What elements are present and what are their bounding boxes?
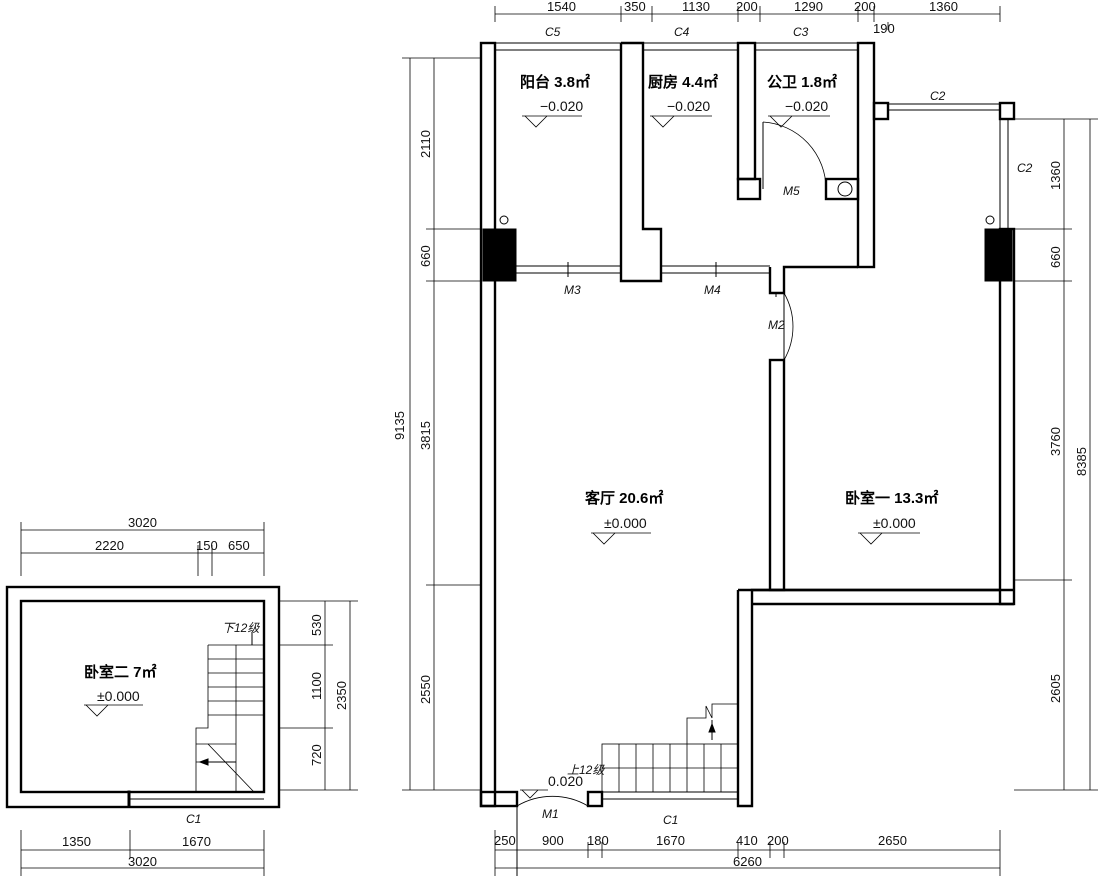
dim-left-2: 660 — [418, 245, 433, 267]
living-label: 客厅 20.6㎡ — [584, 489, 663, 507]
column-right — [984, 228, 1013, 282]
dimension-texts: 1540 350 1130 200 1290 200 1360 190 250 … — [62, 0, 1089, 869]
column-left — [482, 228, 517, 282]
dim-bot-3: 180 — [587, 833, 609, 848]
stair-main — [601, 703, 739, 793]
dim-small-bot-total: 3020 — [128, 854, 157, 869]
stair-down-label: 下12级 — [222, 621, 260, 635]
dim-bot-5: 410 — [736, 833, 758, 848]
entry-level: 0.020 — [548, 773, 583, 789]
tag-c2-right: C2 — [1017, 161, 1033, 175]
dim-top-4: 200 — [736, 0, 758, 14]
stair-up-label: 上12级 — [567, 763, 605, 777]
dim-top-5: 1290 — [794, 0, 823, 14]
dim-bot-6: 200 — [767, 833, 789, 848]
dim-top-2: 350 — [624, 0, 646, 14]
dim-small-top-1: 2220 — [95, 538, 124, 553]
tag-m4: M4 — [704, 283, 721, 297]
bedroom1-level: ±0.000 — [873, 515, 916, 531]
dim-small-right-1: 530 — [309, 614, 324, 636]
opening-tags: C5 C4 C3 C2 C2 C1 C1 M1 M2 M3 M4 M5 — [186, 25, 1033, 827]
bedroom1-label: 卧室一 13.3㎡ — [845, 489, 938, 507]
dim-bot-2: 900 — [542, 833, 564, 848]
dim-small-right-3: 720 — [309, 744, 324, 766]
balcony-level: −0.020 — [540, 98, 583, 114]
dim-right-total: 8385 — [1074, 447, 1089, 476]
dim-top-3: 1130 — [682, 0, 710, 14]
dim-bot-total: 6260 — [733, 854, 762, 869]
dim-top-1: 1540 — [547, 0, 576, 14]
tag-c4: C4 — [674, 25, 690, 39]
tag-c1-small: C1 — [186, 812, 201, 826]
dim-small-bot-2: 1670 — [182, 834, 211, 849]
interior-walls — [516, 41, 860, 876]
bedroom2-label: 卧室二 7㎡ — [84, 663, 157, 681]
tag-m1: M1 — [542, 807, 559, 821]
tag-m5: M5 — [783, 184, 800, 198]
kitchen-level: −0.020 — [667, 98, 710, 114]
small-plan — [5, 585, 281, 809]
tag-c3: C3 — [793, 25, 809, 39]
dim-bot-1: 250 — [494, 833, 516, 848]
dim-small-bot-1: 1350 — [62, 834, 91, 849]
dim-bot-7: 2650 — [878, 833, 907, 848]
tag-m3: M3 — [564, 283, 581, 297]
tag-c2-top: C2 — [930, 89, 946, 103]
dim-top-8: 190 — [873, 21, 895, 36]
tag-c1-main: C1 — [663, 813, 678, 827]
dim-small-top-total: 3020 — [128, 515, 157, 530]
dim-small-right-total: 2350 — [334, 681, 349, 710]
dim-left-1: 2110 — [418, 130, 433, 158]
room-labels: 阳台 3.8㎡ −0.020 厨房 4.4㎡ −0.020 公卫 1.8㎡ −0… — [84, 73, 938, 799]
dim-right-1: 1360 — [1048, 161, 1063, 190]
main-exterior-walls — [479, 41, 1016, 808]
kitchen-label: 厨房 4.4㎡ — [648, 73, 718, 91]
bedroom2-level: ±0.000 — [97, 688, 140, 704]
balcony-label: 阳台 3.8㎡ — [520, 73, 590, 91]
dim-small-right-2: 1100 — [309, 672, 324, 700]
dim-left-total: 9135 — [392, 411, 407, 440]
dim-top-7: 1360 — [929, 0, 958, 14]
dim-top-6: 200 — [854, 0, 876, 14]
dim-left-4: 2550 — [418, 675, 433, 704]
dim-bot-4: 1670 — [656, 833, 685, 848]
dim-right-3: 3760 — [1048, 427, 1063, 456]
left-wall — [479, 41, 497, 808]
dim-right-4: 2605 — [1048, 674, 1063, 703]
dim-left-3: 3815 — [418, 421, 433, 450]
dim-right-2: 660 — [1048, 246, 1063, 268]
bathroom-level: −0.020 — [785, 98, 828, 114]
dimension-lines — [20, 6, 1098, 876]
dim-small-top-2: 150 — [196, 538, 218, 553]
dim-small-top-3: 650 — [228, 538, 250, 553]
bathroom-label: 公卫 1.8㎡ — [767, 73, 837, 91]
living-level: ±0.000 — [604, 515, 647, 531]
tag-m2: M2 — [768, 318, 785, 332]
tag-c5: C5 — [545, 25, 561, 39]
